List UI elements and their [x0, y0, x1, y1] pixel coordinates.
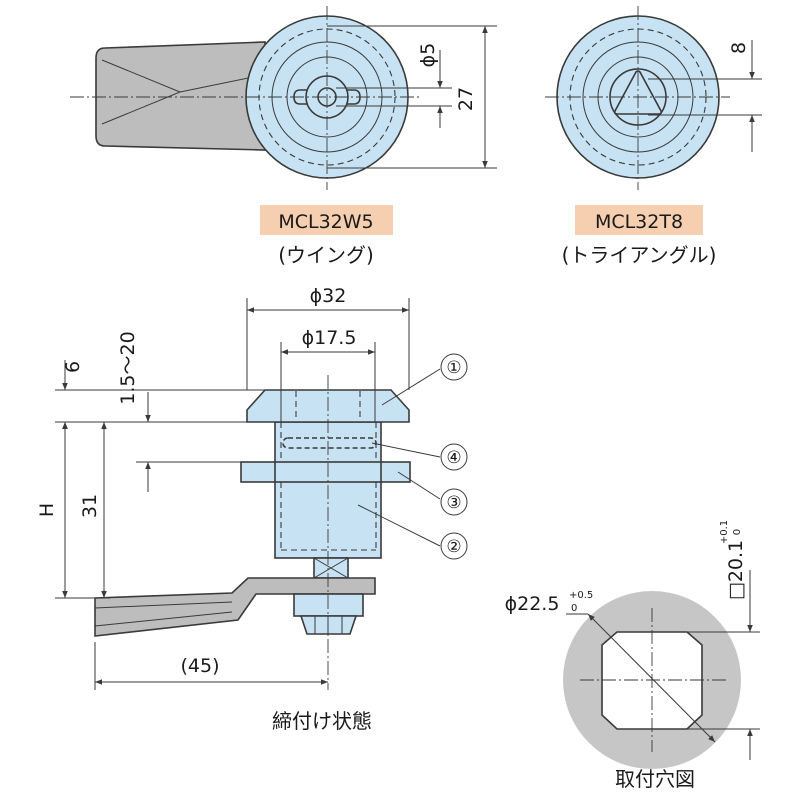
side-view-caption: 締付け状態: [272, 709, 372, 733]
wing-type-name: (ウイング): [278, 243, 374, 267]
dim-body-dia: ϕ17.5: [302, 327, 357, 349]
wing-handle: [95, 41, 266, 151]
hole-dia-tol-lower: 0: [571, 603, 577, 614]
side-view: ϕ32 ϕ17.5 6 1.5〜20 H 31 (45): [36, 285, 468, 733]
wing-dim-slot: ϕ5: [417, 43, 439, 68]
wing-model-tag-box: [260, 205, 393, 235]
triangle-type-name: (トライアングル): [562, 243, 717, 267]
hole-sq-tol-lower: 0: [732, 529, 743, 535]
hole-dia: ϕ22.5: [505, 593, 560, 615]
callout-2: ②: [440, 532, 468, 560]
triangle-key: [613, 70, 663, 115]
cam-lever: [94, 577, 376, 637]
dim-h: H: [36, 503, 58, 517]
callout-1: ①: [440, 353, 468, 381]
hole-view-caption: 取付穴図: [615, 767, 695, 791]
dim-31: 31: [79, 494, 101, 518]
triangle-dim-key: 8: [728, 42, 750, 54]
wing-model-tag: MCL32W5: [278, 211, 373, 233]
svg-text:①: ①: [446, 358, 461, 378]
svg-text:②: ②: [446, 537, 461, 557]
callout-3: ③: [440, 488, 468, 516]
hole-dia-tol-upper: +0.5: [569, 590, 593, 601]
hex-nut: [240, 461, 411, 483]
wing-top-view: ϕ5 27 MCL32W5 (ウイング): [70, 6, 497, 267]
dim-panel-thickness: 1.5〜20: [117, 331, 139, 404]
dim-cam-length: (45): [180, 655, 219, 677]
mounting-hole-view: ϕ22.5 +0.5 0 □20.1 +0.1 0 取付穴図: [505, 520, 760, 791]
hole-square: □20.1: [725, 540, 747, 600]
triangle-top-view: 8 MCL32T8 (トライアングル): [545, 6, 762, 267]
wing-dim-body: 27: [455, 87, 477, 111]
svg-text:③: ③: [446, 493, 461, 513]
svg-text:④: ④: [446, 448, 461, 468]
triangle-model-tag: MCL32T8: [595, 211, 683, 233]
o-ring: [282, 437, 377, 449]
triangle-model-tag-box: [575, 205, 703, 235]
dim-flange-dia: ϕ32: [310, 285, 347, 307]
dim-flange-thickness: 6: [62, 361, 84, 373]
callout-4: ④: [440, 443, 468, 471]
hole-sq-tol-upper: +0.1: [719, 520, 730, 544]
